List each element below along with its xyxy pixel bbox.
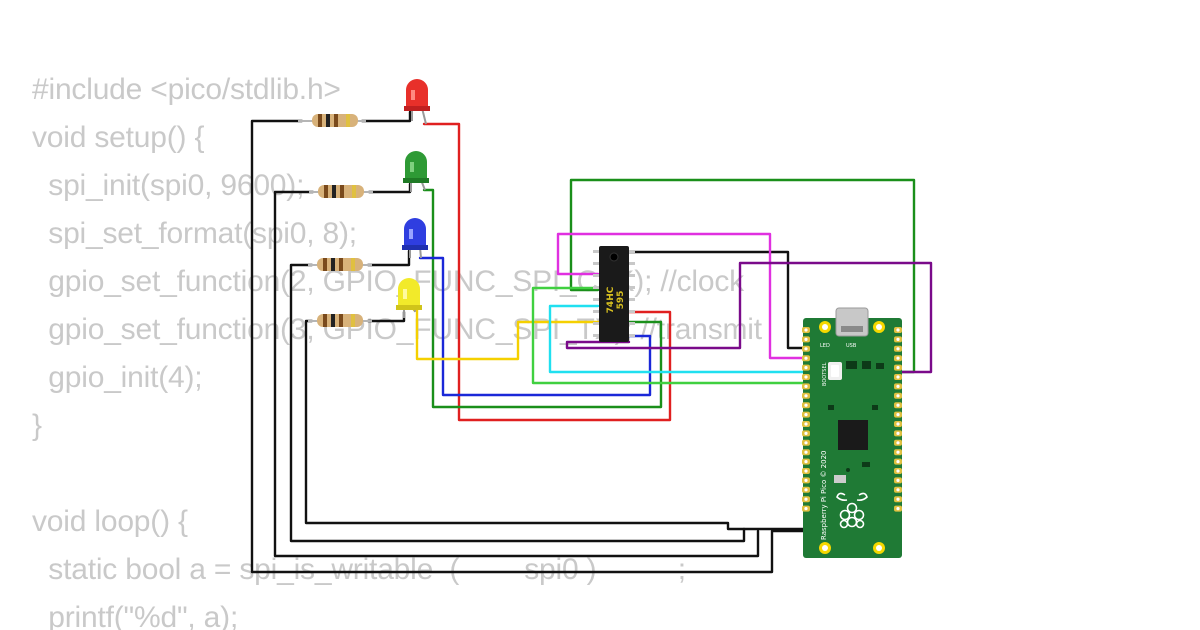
pico-pin-hole xyxy=(896,507,900,511)
pico-pin-hole xyxy=(896,488,900,492)
pico-pin-hole xyxy=(896,347,900,351)
raspberry-pi-pico-board[interactable]: USB LED BOOTSEL Raspberry Pi Pico © 2020 xyxy=(802,307,902,558)
wire-purple[interactable] xyxy=(565,261,933,374)
resistors xyxy=(298,114,373,327)
code-line: printf("%d", a); xyxy=(32,601,239,630)
code-line: void loop() { xyxy=(32,505,188,538)
pico-pin-hole xyxy=(896,403,900,407)
code-line: static bool a = spi_is_writable ( spi0 )… xyxy=(32,553,686,586)
resistor[interactable] xyxy=(298,114,366,127)
pico-pin-hole xyxy=(896,441,900,445)
pico-pin-hole xyxy=(804,450,808,454)
wire-red[interactable] xyxy=(422,122,672,422)
pico-pin-hole xyxy=(804,403,808,407)
code-line: gpio_init(4); xyxy=(32,361,203,394)
chip-pins xyxy=(593,250,635,337)
pico-pin-hole xyxy=(804,366,808,370)
led-label: LED xyxy=(820,343,830,349)
resistor[interactable] xyxy=(309,185,373,198)
pico-pin-hole xyxy=(896,478,900,482)
pico-pin-hole xyxy=(896,337,900,341)
board-name: Raspberry Pi Pico © 2020 xyxy=(820,451,828,541)
wires xyxy=(250,110,933,574)
pico-pin-hole xyxy=(804,337,808,341)
pico-pin-hole xyxy=(804,422,808,426)
wire-black[interactable] xyxy=(304,319,810,531)
wire-blue[interactable] xyxy=(418,256,652,397)
pico-pin-hole xyxy=(804,469,808,473)
pico-pin-hole xyxy=(896,431,900,435)
shift-register-chip[interactable]: 74HC 595 xyxy=(593,246,635,342)
pico-pin-hole xyxy=(804,497,808,501)
wire-black[interactable] xyxy=(289,263,746,543)
pico-pin-hole xyxy=(896,460,900,464)
wire-black[interactable] xyxy=(626,250,810,350)
code-line: void setup() { xyxy=(32,121,205,154)
wire-lime[interactable] xyxy=(531,286,810,385)
pico-pin-hole xyxy=(896,450,900,454)
leds xyxy=(396,79,430,318)
code-line: spi_set_format(spi0, 8); xyxy=(32,217,357,250)
pico-pin-hole xyxy=(804,394,808,398)
pico-pin-hole xyxy=(804,441,808,445)
wire-black[interactable] xyxy=(250,119,810,574)
wire-black[interactable] xyxy=(273,190,760,558)
led-green[interactable] xyxy=(403,151,429,192)
code-line: } xyxy=(32,409,42,442)
pico-pin-hole xyxy=(804,413,808,417)
wire-black[interactable] xyxy=(366,310,406,323)
code-line: gpio_set_function(3, GPIO_FUNC_SPI_TX); … xyxy=(32,313,762,346)
pico-pin-hole xyxy=(896,366,900,370)
pico-pin-hole xyxy=(804,375,808,379)
chip-label: 595 xyxy=(616,291,626,310)
wire-magenta[interactable] xyxy=(556,232,810,360)
pico-pin-pads xyxy=(802,327,902,512)
code-editor-text: #include <pico/stdlib.h> void setup() { s… xyxy=(32,66,762,630)
pico-pin-hole xyxy=(804,356,808,360)
rp2040-chip xyxy=(838,420,868,450)
led-red[interactable] xyxy=(404,79,430,125)
pico-pin-hole xyxy=(804,507,808,511)
resistor[interactable] xyxy=(308,314,372,327)
pico-pin-hole xyxy=(804,347,808,351)
pico-pin-hole xyxy=(804,478,808,482)
pico-pin-hole xyxy=(804,328,808,332)
code-line: spi_init(spi0, 9600); xyxy=(32,169,305,202)
code-line: gpio_set_function(2, GPIO_FUNC_SPI_CLK);… xyxy=(32,265,744,298)
pico-pin-hole xyxy=(896,328,900,332)
pico-pin-hole xyxy=(896,356,900,360)
bootsel-label: BOOTSEL xyxy=(822,362,828,386)
resistor[interactable] xyxy=(308,258,372,271)
pico-pin-hole xyxy=(804,431,808,435)
pico-pin-hole xyxy=(896,413,900,417)
usb-label: USB xyxy=(846,343,857,349)
raspberry-pi-logo xyxy=(836,492,868,529)
pico-pin-hole xyxy=(896,422,900,426)
pico-pin-hole xyxy=(804,460,808,464)
mounting-holes xyxy=(819,321,885,554)
pico-pin-hole xyxy=(804,384,808,388)
code-line: #include <pico/stdlib.h> xyxy=(32,73,341,106)
led-blue[interactable] xyxy=(402,218,428,259)
wire-black[interactable] xyxy=(366,249,411,267)
pico-pin-hole xyxy=(804,488,808,492)
chip-label: 74HC xyxy=(606,286,616,313)
wire-green[interactable] xyxy=(422,188,663,409)
wire-black[interactable] xyxy=(360,110,412,123)
pico-pin-hole xyxy=(896,469,900,473)
pico-pin-hole xyxy=(896,394,900,398)
wire-black[interactable] xyxy=(367,182,412,194)
led-yellow[interactable] xyxy=(396,278,422,318)
pico-pin-hole xyxy=(896,497,900,501)
pico-pin-hole xyxy=(896,375,900,379)
wire-cyan[interactable] xyxy=(548,304,810,374)
pico-pin-hole xyxy=(896,384,900,388)
wire-yellow[interactable] xyxy=(412,308,601,361)
